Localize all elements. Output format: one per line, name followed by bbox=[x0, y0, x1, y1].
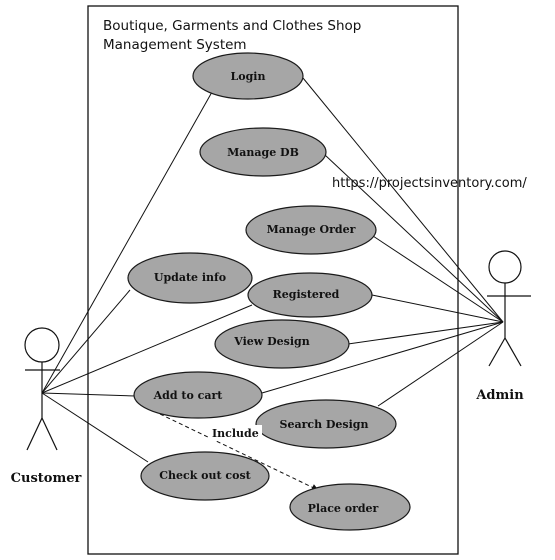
use-case-check-out-cost-label: Check out cost bbox=[159, 469, 251, 482]
assoc-admin-view-design bbox=[347, 321, 504, 345]
use-case-place-order-label: Place order bbox=[308, 502, 379, 515]
assoc-admin-registered bbox=[371, 294, 504, 323]
use-case-check-out-cost: Check out cost bbox=[140, 451, 270, 501]
admin-associations bbox=[261, 77, 504, 407]
admin-head bbox=[488, 250, 522, 284]
assoc-admin-login bbox=[302, 77, 504, 323]
customer-head bbox=[24, 327, 60, 363]
use-case-search-design: Search Design bbox=[255, 399, 397, 449]
customer-actor bbox=[24, 327, 60, 451]
use-case-view-design-label: View Design bbox=[233, 335, 309, 348]
assoc-admin-search-design bbox=[377, 321, 504, 407]
assoc-customer-add-to-cart bbox=[41, 392, 136, 397]
use-case-manage-db-label: Manage DB bbox=[227, 146, 299, 159]
watermark-url: https://projectsinventory.com/ bbox=[332, 176, 527, 191]
assoc-admin-add-to-cart bbox=[261, 321, 504, 394]
use-case-update-info-label: Update info bbox=[154, 271, 226, 284]
use-case-place-order: Place order bbox=[289, 483, 411, 531]
use-case-add-to-cart-label: Add to cart bbox=[153, 389, 224, 402]
include-arrow bbox=[159, 413, 319, 491]
customer-associations bbox=[41, 91, 253, 463]
assoc-admin-manage-order bbox=[372, 235, 504, 323]
use-case-manage-order: Manage Order bbox=[245, 205, 377, 255]
use-case-view-design: View Design bbox=[214, 319, 350, 369]
use-case-update-info: Update info bbox=[127, 252, 253, 304]
use-case-add-to-cart: Add to cart bbox=[133, 371, 263, 419]
use-case-login: Login bbox=[192, 52, 304, 100]
use-case-manage-order-label: Manage Order bbox=[267, 223, 356, 236]
include-label-bg bbox=[208, 425, 262, 441]
include-label: Include bbox=[212, 427, 259, 440]
use-case-login-label: Login bbox=[231, 70, 266, 83]
admin-actor bbox=[487, 250, 531, 367]
use-case-registered-label: Registered bbox=[273, 288, 340, 301]
customer-right-leg bbox=[41, 417, 58, 451]
assoc-customer-login bbox=[41, 91, 213, 394]
system-title-line2: Management System bbox=[103, 37, 247, 53]
use-case-registered: Registered bbox=[247, 272, 373, 318]
admin-right-leg bbox=[504, 337, 522, 367]
assoc-customer-update-info bbox=[41, 289, 131, 394]
admin-left-leg bbox=[488, 337, 506, 367]
customer-label: Customer bbox=[11, 471, 82, 486]
admin-label: Admin bbox=[475, 388, 524, 403]
assoc-admin-manage-db bbox=[324, 154, 504, 323]
system-title-line1: Boutique, Garments and Clothes Shop bbox=[103, 18, 361, 34]
assoc-customer-check-out bbox=[41, 392, 149, 463]
use-case-search-design-label: Search Design bbox=[280, 418, 369, 431]
use-case-manage-db: Manage DB bbox=[199, 127, 327, 177]
customer-left-leg bbox=[26, 417, 43, 451]
assoc-customer-registered bbox=[41, 304, 253, 394]
